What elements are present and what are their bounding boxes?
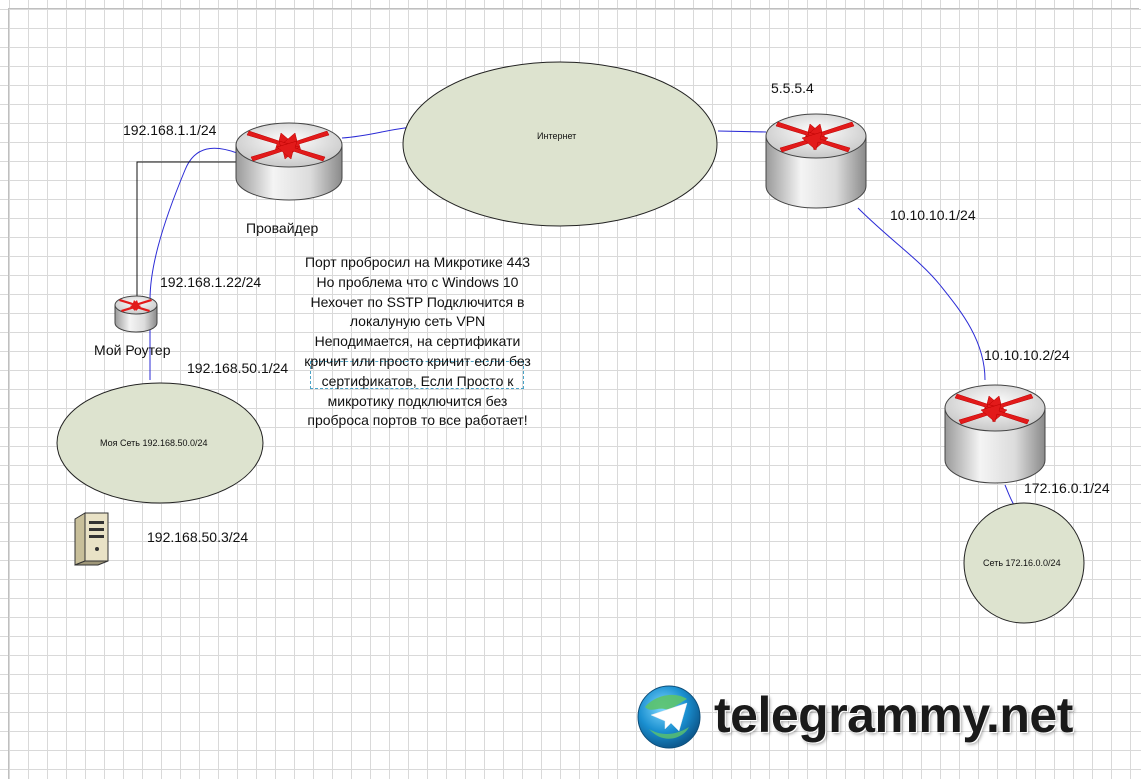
ip-my-router-wan: 192.168.1.22/24 bbox=[160, 274, 262, 290]
link-internet-remote bbox=[717, 130, 767, 133]
my-network-cloud bbox=[56, 382, 264, 504]
provider-router-icon bbox=[235, 122, 343, 201]
link-provider-myrouter bbox=[149, 147, 238, 301]
my-router-label: Мой Роутер bbox=[94, 342, 171, 358]
my-network-label: Моя Сеть 192.168.50.0/24 bbox=[100, 438, 208, 448]
telegram-globe-icon bbox=[637, 685, 701, 749]
link-provider-internet bbox=[341, 126, 413, 139]
diagram-frame bbox=[8, 8, 1139, 779]
remote-network-cloud bbox=[963, 502, 1085, 624]
provider-router-label: Провайдер bbox=[246, 220, 319, 236]
remote-router-icon bbox=[765, 113, 867, 209]
note-text[interactable]: Порт пробросил на Микротике 443 Но пробл… bbox=[304, 254, 531, 429]
server-icon bbox=[74, 512, 109, 566]
watermark-text: telegrammy.net bbox=[714, 687, 1073, 743]
link-remote-router2 bbox=[857, 207, 986, 381]
ip-my-router-lan: 192.168.50.1/24 bbox=[187, 360, 289, 376]
text-selection-box bbox=[310, 361, 524, 389]
ip-server: 192.168.50.3/24 bbox=[147, 529, 249, 545]
remote-network-label: Сеть 172.16.0.0/24 bbox=[983, 558, 1061, 568]
link-router2-lan bbox=[1004, 484, 1015, 506]
router2-icon bbox=[944, 384, 1046, 484]
ip-provider-lan: 192.168.1.1/24 bbox=[123, 122, 217, 138]
ip-remote-link-a: 10.10.10.1/24 bbox=[890, 207, 976, 223]
internet-cloud bbox=[402, 61, 718, 227]
internet-label: Интернет bbox=[537, 131, 577, 141]
link-provider-myrouter-wire bbox=[136, 161, 237, 300]
my-router-icon bbox=[114, 295, 158, 333]
ip-remote-link-b: 10.10.10.2/24 bbox=[984, 347, 1070, 363]
ip-remote-wan: 5.5.5.4 bbox=[771, 80, 814, 96]
ip-remote-lan: 172.16.0.1/24 bbox=[1024, 480, 1110, 496]
